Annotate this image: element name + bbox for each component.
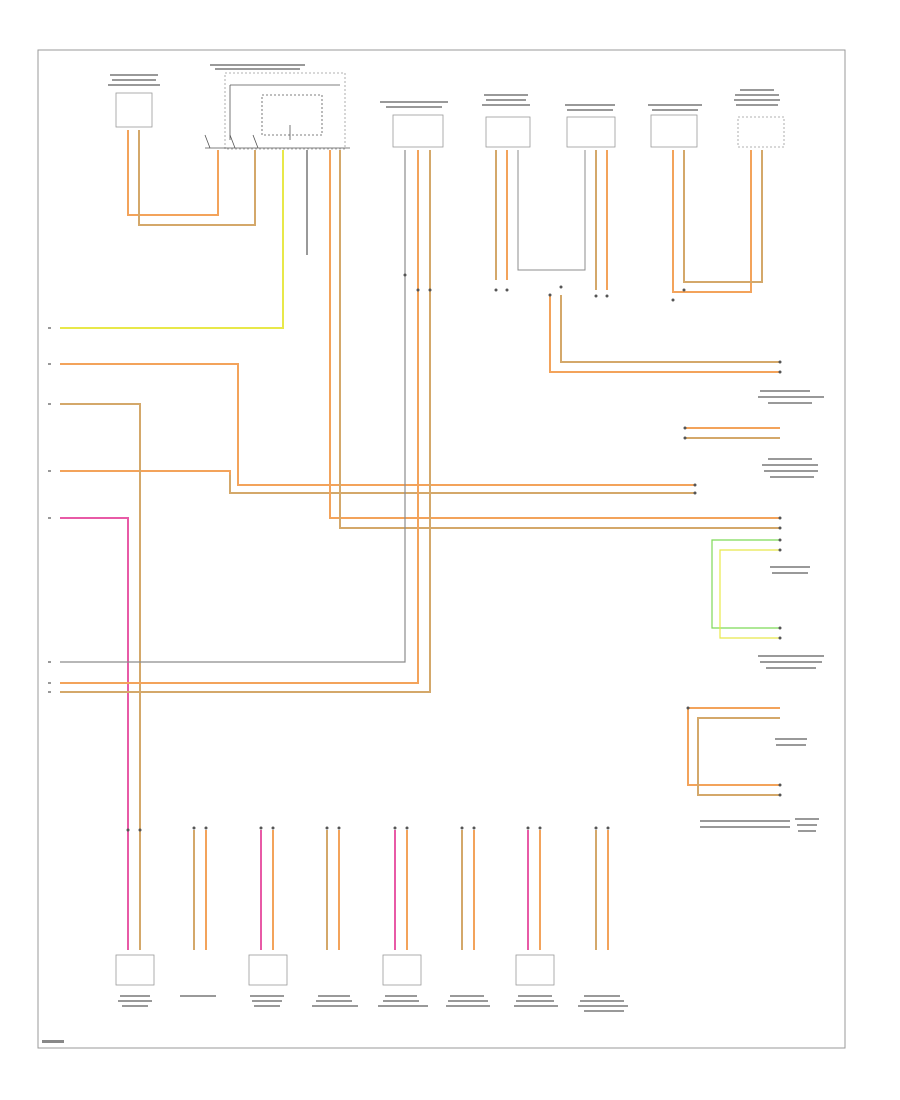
wire-mid-a [549,295,780,373]
bottom-modules [115,830,628,1012]
bottom-module-6 [461,830,475,950]
module-box-5 [650,114,698,148]
top-module-labels [108,64,780,111]
bottom-module-1 [115,954,155,986]
wire-org-1b [229,475,695,494]
wire-m3-c [517,150,586,271]
top-modules [115,72,785,150]
wire-mid-b [560,295,780,363]
bottom-module-3 [260,830,274,950]
right-module-labels [700,390,824,832]
module-box-3 [485,116,531,148]
module-box-6 [737,116,785,148]
wire-m5-b [683,150,763,283]
wire-org-3 [60,403,141,950]
module-box-ignition-switch [224,72,346,150]
bottom-module-2 [193,830,207,950]
left-wire-ends [48,327,51,693]
wire-m1-b [138,130,256,226]
wire-m5-a [672,150,752,293]
wire-pink [60,517,129,950]
wire-m1-a [127,130,219,216]
wire-gray [60,150,406,663]
bottom-module-4 [326,830,340,950]
wire-sw-right-a [329,150,780,519]
wire-rb-a [687,707,780,786]
wire-sw-right-b [339,150,780,529]
wire-yellow [60,150,284,329]
wires [60,130,780,950]
module-box-4 [566,116,616,148]
wire-org-2 [60,470,231,475]
module-box-1 [115,92,153,128]
wire-green-a [711,539,780,629]
bottom-module-5 [394,830,408,950]
splice-markers [126,273,782,832]
bottom-module-7 [527,830,541,950]
module-box-2 [392,114,444,148]
diagram-border [37,49,846,1049]
bottom-module-8 [595,830,609,950]
wire-green-b [719,549,780,639]
ignition-switch-symbol [204,84,350,149]
wire-m2-a [60,150,419,684]
wire-rb-b [697,717,780,796]
wire-m2-b [60,150,431,693]
footer-code-mark [42,1040,64,1043]
wire-org-1 [60,363,695,486]
